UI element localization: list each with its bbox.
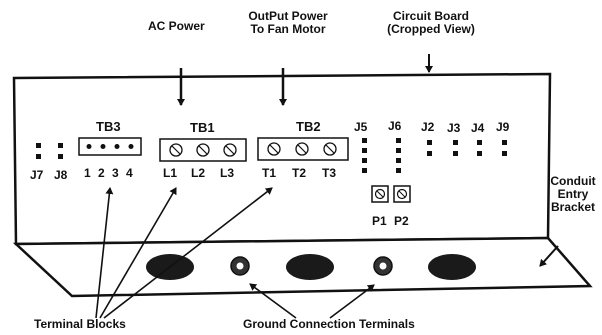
conduit-hole-center — [286, 254, 334, 280]
tb1-terminal-l3: L3 — [220, 166, 235, 180]
tb2-terminal-t1: T1 — [262, 166, 277, 180]
p2-connector — [393, 185, 411, 203]
j7-pins — [36, 143, 41, 159]
tb2-terminal-t3: T3 — [322, 166, 337, 180]
ground-terminal-right — [373, 256, 393, 276]
tb1-label: TB1 — [190, 120, 215, 135]
j4-pins — [477, 140, 482, 156]
tb1-terminal-l2: L2 — [191, 166, 206, 180]
arrow-conduit-bracket — [539, 245, 559, 267]
j9-label: J9 — [496, 120, 510, 134]
arrow-ground-left — [249, 283, 297, 319]
j6-pins — [396, 138, 401, 173]
j5-label: J5 — [354, 120, 368, 134]
circuit-board-label: Circuit Board (Cropped View) — [376, 10, 486, 36]
tb3-block — [78, 137, 142, 156]
j9-pins — [502, 140, 507, 156]
tb3-terminal-4: 4 — [126, 166, 133, 180]
conduit-hole-right — [428, 254, 476, 280]
tb2-label: TB2 — [296, 119, 321, 134]
conduit-line1: Conduit — [550, 174, 596, 188]
ground-terminals-label: Ground Connection Terminals — [243, 317, 415, 331]
j5-pins — [362, 138, 367, 173]
j8-label: J8 — [54, 168, 68, 182]
j8-pins — [58, 143, 63, 159]
circuit-board-line1: Circuit Board — [392, 9, 469, 23]
tb3-screws — [86, 144, 134, 149]
output-power-line2: To Fan Motor — [250, 22, 326, 36]
arrow-terminal-tb3 — [95, 187, 114, 319]
tb2-terminal-t2: T2 — [292, 166, 307, 180]
j4-label: J4 — [471, 121, 485, 135]
ac-power-label: AC Power — [148, 19, 205, 33]
output-power-line1: OutPut Power — [248, 9, 328, 23]
conduit-line3: Bracket — [550, 200, 596, 214]
tb3-terminal-2: 2 — [98, 166, 105, 180]
tb3-terminal-3: 3 — [112, 166, 119, 180]
ground-terminal-left — [230, 256, 250, 276]
conduit-line2: Entry — [557, 187, 589, 201]
p2-label: P2 — [394, 214, 409, 228]
circuit-board-line2: (Cropped View) — [387, 22, 475, 36]
arrow-terminal-tb1 — [99, 187, 177, 319]
tb3-label: TB3 — [96, 119, 121, 134]
tb1-terminal-l1: L1 — [163, 166, 178, 180]
p1-connector — [371, 185, 389, 203]
arrow-terminal-tb2 — [103, 187, 273, 319]
arrow-ground-right — [329, 284, 375, 319]
j2-label: J2 — [421, 120, 435, 134]
j3-pins — [453, 140, 458, 156]
j7-label: J7 — [30, 168, 44, 182]
tb3-terminal-1: 1 — [84, 166, 91, 180]
output-power-label: OutPut Power To Fan Motor — [248, 10, 328, 36]
terminal-blocks-label: Terminal Blocks — [34, 317, 126, 331]
j3-label: J3 — [447, 121, 461, 135]
j2-pins — [427, 140, 432, 156]
p1-label: P1 — [372, 214, 387, 228]
conduit-entry-bracket-label: Conduit Entry Bracket — [545, 175, 601, 214]
j6-label: J6 — [388, 119, 402, 133]
